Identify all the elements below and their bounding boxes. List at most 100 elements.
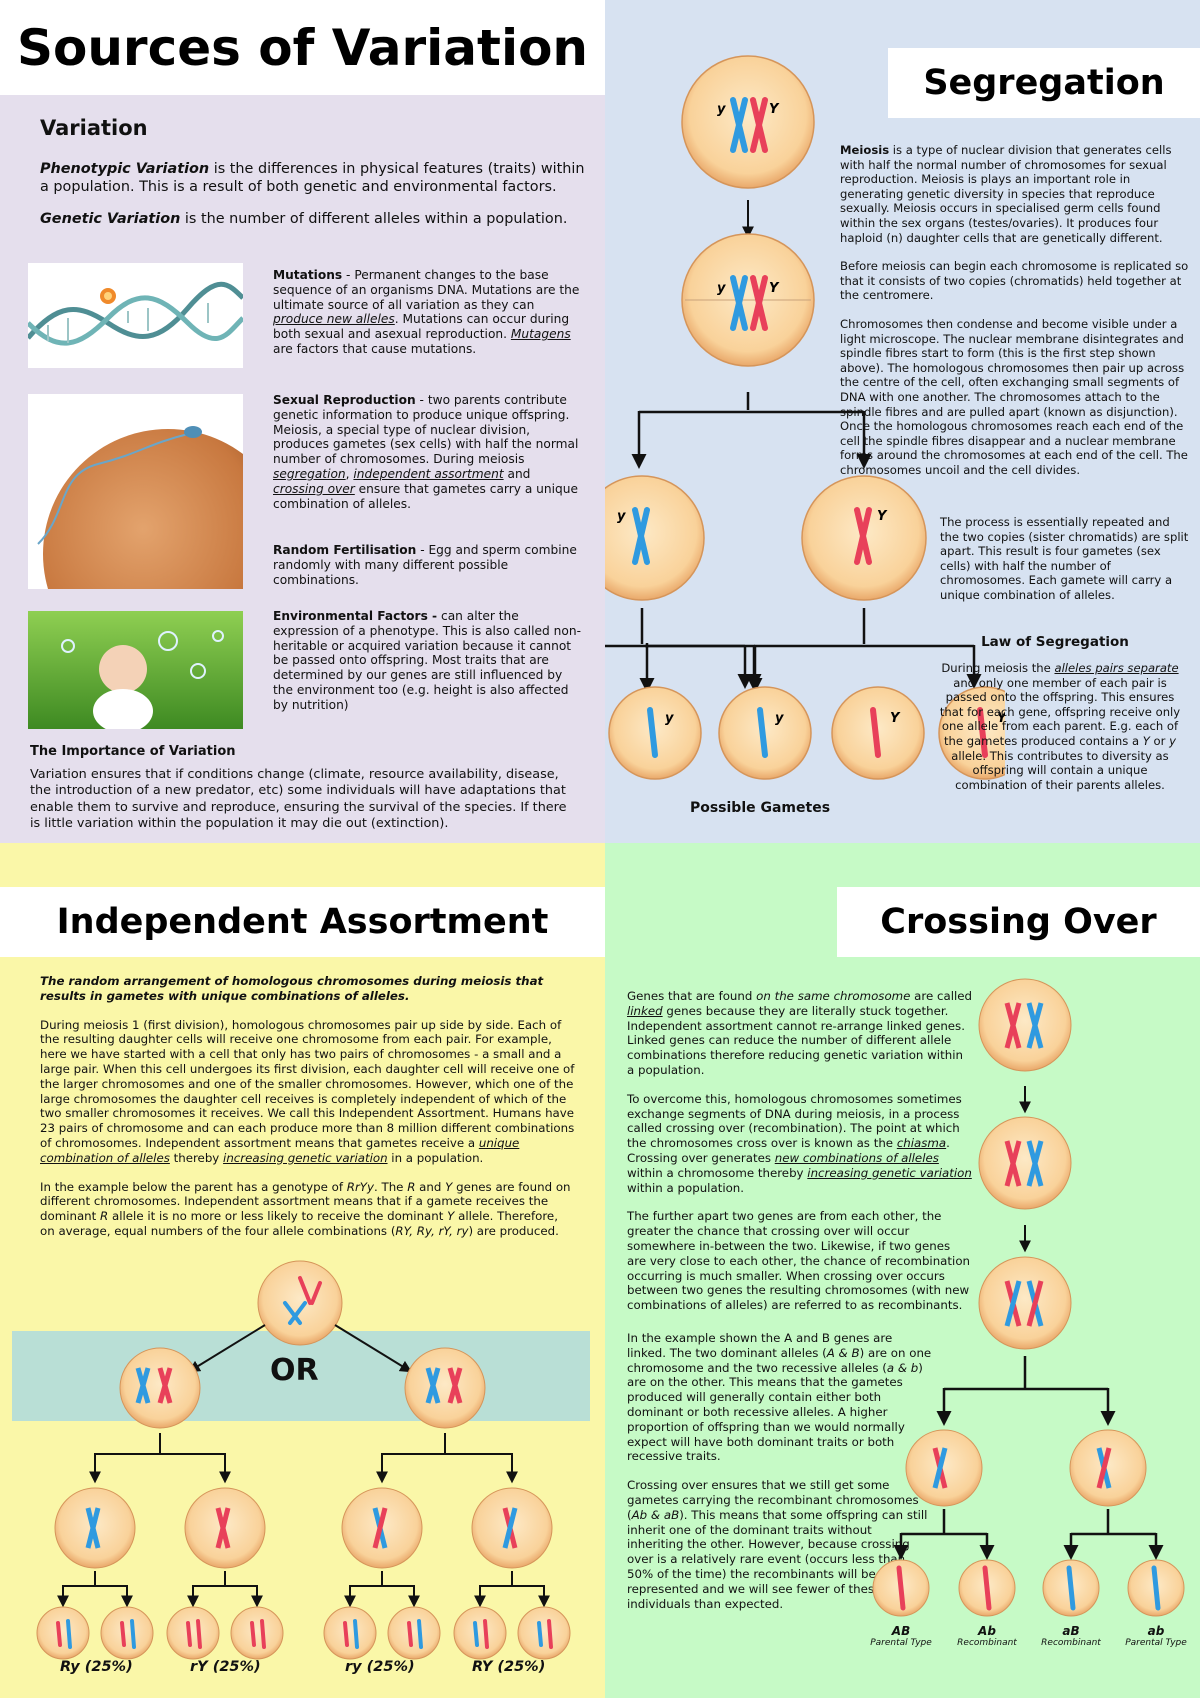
mutagens-link: Mutagens [510, 327, 571, 342]
p5a: Crossing over ensures that we still get … [627, 1478, 919, 1522]
result-label: RY (25%) [472, 1659, 546, 1675]
gamete-type: Parental Type [1125, 1638, 1187, 1648]
daughter-cell-Y: Y [801, 475, 927, 601]
para3g: ) are produced. [468, 1223, 559, 1238]
metaphase-cell: y Y [681, 233, 815, 367]
result-label: rY (25%) [190, 1659, 261, 1675]
crossing-text-upper: Genes that are found on the same chromos… [627, 989, 972, 1327]
sexual-text1: - two parents contribute genetic informa… [273, 393, 579, 467]
gamete-genotype: AB [891, 1624, 911, 1638]
allele-label: y [717, 281, 726, 296]
or-band [12, 1331, 590, 1421]
gametes-row: y y Y Y [608, 643, 1005, 780]
mutations-text1: - Permanent changes to the base sequence… [273, 268, 580, 312]
law-text3: or [1149, 733, 1170, 748]
p4b: ) are on one chromosome and the two rece… [627, 1345, 932, 1375]
variation-heading: Variation [40, 116, 148, 140]
crossing-over-link: crossing over [273, 481, 355, 496]
p5b: ). This means that some offspring can st… [627, 1507, 928, 1611]
new-combinations-link: new combinations of alleles [774, 1150, 939, 1165]
p1c: are called [910, 989, 973, 1003]
gamete-2: y [718, 686, 812, 780]
allele-label: Y [769, 102, 780, 117]
allele-label: y [775, 711, 784, 726]
fert-text: - Egg and sperm combine randomly with ma… [273, 543, 577, 587]
gamete-type: Parental Type [870, 1638, 932, 1648]
mutations-term: Mutations [273, 268, 343, 282]
p1d: genes because they are literally stuck t… [627, 1003, 965, 1077]
para2a: During meiosis 1 (first division), homol… [40, 1017, 575, 1150]
p4c: ) are on the other. This means that the … [627, 1360, 923, 1464]
independent-title: Independent Assortment [0, 887, 605, 957]
allele-label: Y [769, 281, 780, 296]
recombinant-alleles: Ab & aB [631, 1507, 680, 1522]
law-text2: and only one member of each pair is pass… [939, 675, 1181, 748]
independent-assortment-panel: Independent Assortment The random arrang… [0, 843, 605, 1698]
segregation-title: Segregation [888, 48, 1200, 118]
increasing-variation-link: increasing genetic variation [807, 1165, 972, 1180]
possible-gametes-label: Possible Gametes [689, 800, 831, 816]
variation-title: Sources of Variation [0, 0, 605, 95]
para3d: genes are found on different chromosomes… [40, 1179, 571, 1224]
allele-label: Y [877, 509, 888, 524]
segregation-panel: Segregation y Y y Y [605, 0, 1200, 843]
genotype: RrYy [346, 1179, 374, 1194]
meiosis-term: Meiosis [840, 143, 890, 157]
p3: The further apart two genes are from eac… [627, 1209, 971, 1313]
law-heading: Law of Segregation [981, 634, 1129, 650]
sexual-text2: , [345, 466, 354, 481]
law-text: During meiosis the alleles pairs separat… [935, 661, 1185, 792]
chromosome-condense-text: Chromosomes then condense and become vis… [840, 316, 1188, 477]
allele-Y: Y [445, 1179, 453, 1194]
crossing-over-panel: Crossing Over Genes that are found on th… [605, 843, 1200, 1698]
sexual-term: Sexual Reproduction [273, 393, 416, 407]
p2d: within a population. [627, 1180, 745, 1195]
allele-label: y [617, 509, 626, 524]
importance-text: Variation ensures that if conditions cha… [30, 767, 567, 832]
p4a: In the example shown the A and B genes a… [627, 1331, 893, 1360]
mutations-text2: . Mutations can occur during both sexual… [273, 312, 570, 342]
law-text4: allele. This contributes to diversity as… [951, 748, 1169, 792]
linked-link: linked [627, 1003, 663, 1018]
chiasma-link: chiasma [896, 1136, 947, 1151]
crossing-diagram [872, 978, 1185, 1617]
law-text1: During meiosis the [941, 661, 1055, 675]
daughter-cell-y: y [605, 475, 705, 601]
replication-text: Before meiosis can begin each chromosome… [840, 259, 1189, 303]
gamete-1: y [608, 686, 702, 780]
recessive-alleles: a & b [886, 1360, 919, 1375]
gamete-genotype: Ab [978, 1624, 996, 1638]
p1a: Genes that are found [627, 989, 757, 1003]
allele-Y: Y [447, 1209, 455, 1224]
allele-label: y [665, 711, 674, 726]
gamete-4: Y [938, 686, 1005, 780]
para2c: in a population. [387, 1150, 484, 1165]
para2b: thereby [169, 1150, 224, 1165]
law-allele: Y [1142, 733, 1150, 748]
dna-mutation-image [28, 263, 243, 368]
crossing-title: Crossing Over [837, 887, 1200, 957]
segregation-text: Meiosis is a type of nuclear division th… [840, 143, 1190, 491]
para3c: and [415, 1179, 446, 1194]
or-label: OR [270, 1353, 319, 1388]
p2b: . Crossing over generates [627, 1136, 950, 1165]
para3f: allele. Therefore, on average, equal num… [40, 1209, 558, 1238]
mutations-text: Mutations - Permanent changes to the bas… [273, 268, 583, 357]
result-label: ry (25%) [345, 1659, 415, 1675]
variation-definitions: Phenotypic Variation is the differences … [40, 160, 585, 242]
para3e: allele it is no more or less likely to r… [108, 1209, 448, 1224]
phenotypic-term: Phenotypic Variation [40, 161, 210, 177]
importance-heading: The Importance of Variation [30, 744, 236, 759]
env-term: Environmental Factors - [273, 609, 438, 623]
p2a: To overcome this, homologous chromosomes… [627, 1091, 962, 1151]
dominant-alleles: A & B [826, 1345, 860, 1360]
para3a: In the example below the parent has a ge… [40, 1179, 347, 1194]
segregation-diagram: y Y y Y y [605, 55, 982, 689]
independent-diagram [36, 1260, 571, 1660]
p2c: within a chromosome thereby [627, 1165, 808, 1180]
genetic-term: Genetic Variation [40, 211, 181, 227]
parent-cell: y Y [681, 55, 815, 189]
allele-label: Y [890, 711, 901, 726]
genetic-text: is the number of different alleles withi… [180, 211, 568, 227]
repeat-process-text: The process is essentially repeated and … [940, 515, 1189, 602]
